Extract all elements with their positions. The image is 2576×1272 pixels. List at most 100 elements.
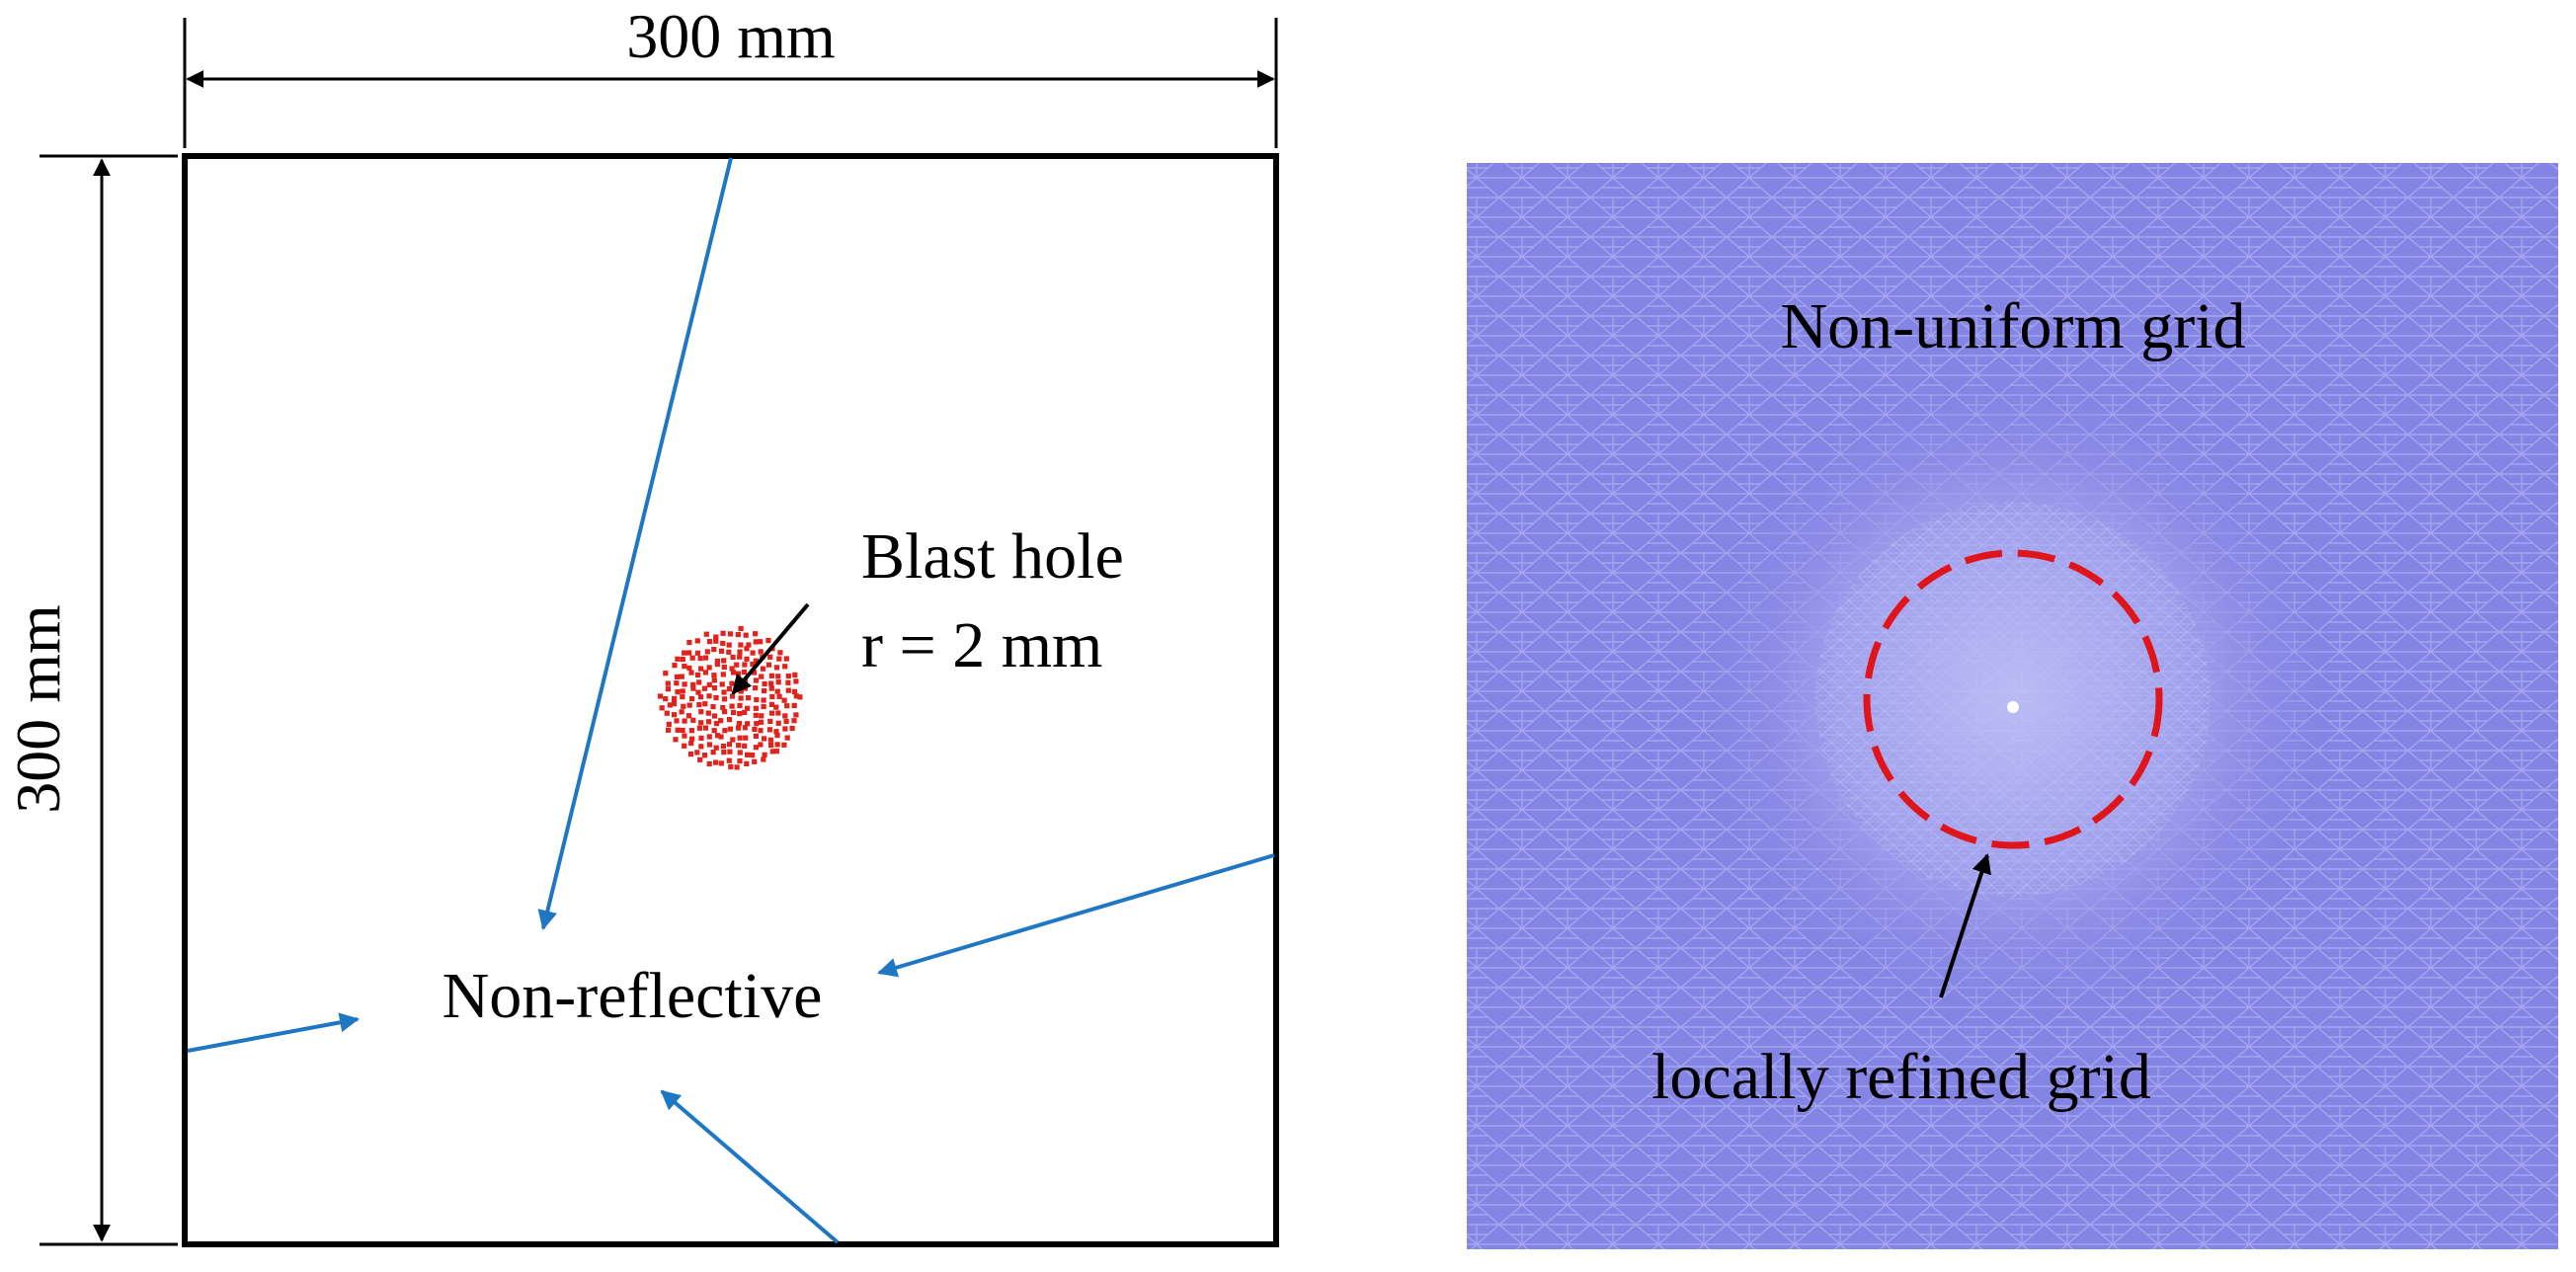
hole-particle (686, 639, 692, 646)
hole-particle (711, 728, 717, 734)
hole-particle (781, 742, 787, 748)
height-dimension-label: 300 mm (3, 604, 73, 814)
boundary-arrow-bottom (660, 1089, 840, 1244)
hole-particle (741, 669, 748, 676)
hole-particle (730, 709, 737, 716)
hole-particle (694, 750, 700, 755)
hole-particle (783, 656, 789, 662)
hole-particle (768, 673, 774, 678)
hole-particle (663, 671, 669, 676)
hole-particle (680, 727, 685, 734)
hole-particle (686, 650, 692, 656)
hole-particle (726, 717, 733, 723)
hole-particle (768, 680, 774, 686)
height-dimension: 300 mm (3, 154, 178, 1246)
hole-particle (675, 656, 681, 662)
non-reflective-label: Non-reflective (443, 960, 823, 1032)
hole-particle (753, 639, 759, 645)
hole-particle (696, 702, 702, 708)
hole-particle (736, 721, 742, 727)
blast-hole-label: Blast hole (861, 520, 1124, 593)
hole-particle (703, 631, 709, 637)
hole-particle (758, 639, 764, 645)
hole-particle (761, 703, 766, 710)
hole-particle (706, 719, 712, 725)
hole-particle (784, 735, 790, 741)
hole-particle (744, 760, 750, 766)
hole-particle (737, 735, 743, 741)
hole-particle (682, 664, 687, 670)
hole-particle (777, 650, 783, 656)
hole-particle (711, 647, 717, 653)
hole-particle (775, 710, 781, 716)
hole-particle (767, 737, 773, 743)
hole-particle (745, 721, 751, 727)
hole-particle (698, 694, 704, 700)
hole-particle (666, 721, 672, 727)
hole-particle (774, 688, 780, 694)
blast-hole-radius-label: r = 2 mm (861, 609, 1102, 681)
hole-particle (721, 750, 727, 755)
hole-particle (737, 750, 743, 755)
hole-particle (675, 727, 681, 733)
hole-particle (721, 658, 727, 664)
hole-particle (722, 728, 728, 734)
hole-particle (720, 704, 726, 711)
hole-particle (773, 665, 780, 671)
hole-particle (762, 687, 767, 694)
hole-particle (768, 701, 775, 707)
hole-particle (690, 685, 696, 691)
hole-particle (713, 634, 719, 640)
hole-particle (720, 640, 726, 647)
hole-particle (688, 728, 694, 734)
hole-particle (734, 662, 740, 668)
hole-particle (769, 693, 775, 700)
hole-particle (745, 752, 751, 757)
refined-region-circle (1863, 549, 2163, 849)
hole-particle (797, 694, 803, 700)
hole-particle (702, 701, 708, 707)
left-panel: 300 mm 300 mm Blast hole r = 2 mm Non-re… (3, 1, 1279, 1247)
hole-particle (688, 670, 694, 676)
hole-particle (762, 752, 767, 757)
hole-particle (666, 727, 672, 733)
locally-refined-grid-label: locally refined grid (1651, 1041, 2151, 1113)
hole-particle (792, 672, 798, 677)
hole-particle (742, 743, 748, 749)
hole-particle (746, 642, 752, 648)
hole-particle (743, 632, 749, 638)
hole-particle (737, 649, 743, 655)
hole-particle (729, 703, 735, 709)
hole-particle (766, 727, 773, 733)
hole-particle (730, 670, 737, 676)
hole-particle (686, 665, 692, 671)
hole-particle (702, 725, 709, 731)
hole-particle (791, 688, 797, 694)
hole-particle (765, 662, 772, 668)
hole-particle (769, 749, 775, 755)
non-reflective-boundary-arrows (187, 157, 1275, 1244)
hole-particle (742, 709, 748, 715)
hole-particle (773, 729, 779, 735)
hole-particle (767, 718, 773, 724)
hole-particle (674, 674, 681, 679)
hole-particle (696, 679, 702, 685)
hole-particle (721, 696, 728, 702)
domain-boundary-square (182, 153, 1279, 1247)
hole-particle (782, 664, 788, 670)
hole-particle (742, 725, 748, 731)
hole-particle (680, 688, 685, 694)
hole-particle (736, 743, 742, 749)
hole-particle (760, 666, 766, 672)
width-dimension: 300 mm (183, 1, 1278, 148)
hole-particle (729, 666, 735, 672)
hole-particle (685, 713, 692, 719)
hole-particle (743, 735, 749, 741)
hole-particle (698, 735, 704, 741)
hole-particle (689, 696, 695, 702)
hole-particle (713, 638, 719, 644)
hole-particle (775, 674, 781, 679)
hole-particle (769, 710, 775, 716)
boundary-arrow-right (877, 853, 1275, 978)
hole-particle (768, 743, 774, 749)
